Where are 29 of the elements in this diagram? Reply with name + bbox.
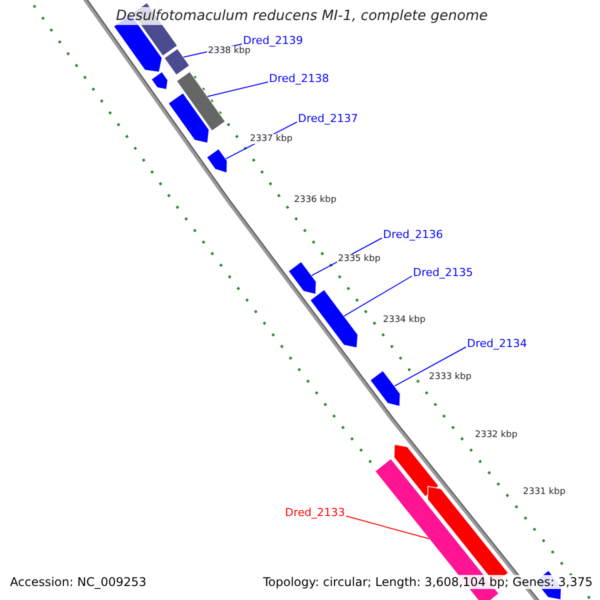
- gene-feature: [150, 71, 168, 90]
- tick-label: 2338 kbp: [207, 46, 252, 56]
- gene-feature: [370, 370, 401, 407]
- genome-info-text: Topology: circular; Length: 3,608,104 bp; Genes: 3,375: [262, 575, 594, 589]
- leader-line: [344, 276, 412, 317]
- accession-text: Accession: NC_009253: [9, 575, 148, 589]
- gene-block: [176, 70, 226, 132]
- gene-label: Dred_2133: [285, 506, 345, 519]
- leader-line: [207, 82, 268, 97]
- tick-label: 2332 kbp: [474, 430, 518, 440]
- gene-feature: [206, 148, 228, 174]
- leader-line: [346, 516, 430, 540]
- tick-label: 2335 kbp: [337, 254, 382, 264]
- tick-label: 2331 kbp: [522, 487, 566, 497]
- leader-line: [394, 346, 466, 387]
- gene-label: Dred_2138: [269, 72, 329, 85]
- gene-feature: [394, 444, 440, 498]
- tick-label: 2334 kbp: [382, 315, 426, 325]
- gene-feature: [310, 289, 358, 348]
- tick-label: 2333 kbp: [428, 372, 472, 382]
- gene-feature: [168, 92, 210, 144]
- gene-label: Dred_2134: [467, 337, 527, 350]
- tick-label: 2337 kbp: [249, 134, 294, 144]
- gene-label: Dred_2137: [298, 112, 358, 125]
- gene-label: Dred_2135: [413, 266, 473, 279]
- gene-label: Dred_2136: [383, 228, 443, 241]
- tick-label: 2336 kbp: [293, 195, 338, 205]
- gene-feature: [288, 261, 317, 295]
- gene-label: Dred_2139: [243, 34, 303, 47]
